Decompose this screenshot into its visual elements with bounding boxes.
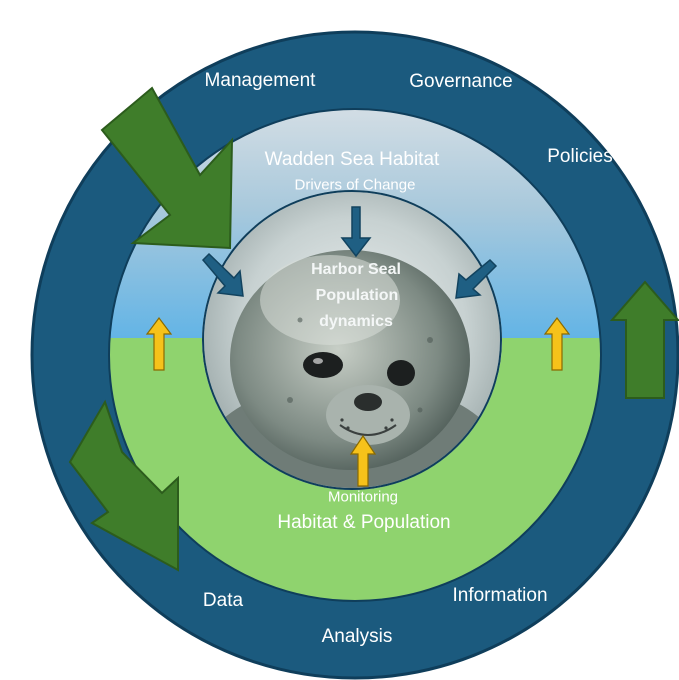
habitat-title: Wadden Sea Habitat: [264, 149, 440, 170]
blue-down-arrow-icon: [340, 206, 372, 258]
yellow-up-arrow-icon: [349, 434, 377, 487]
monitoring-subtitle: Monitoring: [327, 488, 399, 506]
green-cycle-arrow-icon: [100, 86, 234, 250]
label-policies: Policies: [547, 146, 613, 167]
label-analysis: Analysis: [321, 626, 393, 647]
habitat-subtitle: Drivers of Change: [294, 176, 416, 194]
yellow-up-arrow-icon: [145, 317, 173, 371]
label-data: Data: [202, 590, 244, 611]
monitoring-title: Habitat & Population: [277, 512, 451, 533]
label-information: Information: [452, 585, 548, 606]
label-management: Management: [204, 70, 316, 91]
blue-down-arrow-icon: [455, 258, 498, 299]
center-label-line1: Harbor Seal: [311, 261, 401, 278]
yellow-up-arrow-icon: [543, 317, 571, 371]
center-label-line3: dynamics: [319, 313, 393, 330]
blue-down-arrow-icon: [201, 252, 244, 297]
center-label-line2: Population: [315, 287, 399, 304]
green-cycle-arrow-icon: [609, 280, 679, 399]
label-governance: Governance: [409, 71, 513, 92]
green-cycle-arrow-icon: [68, 399, 179, 572]
